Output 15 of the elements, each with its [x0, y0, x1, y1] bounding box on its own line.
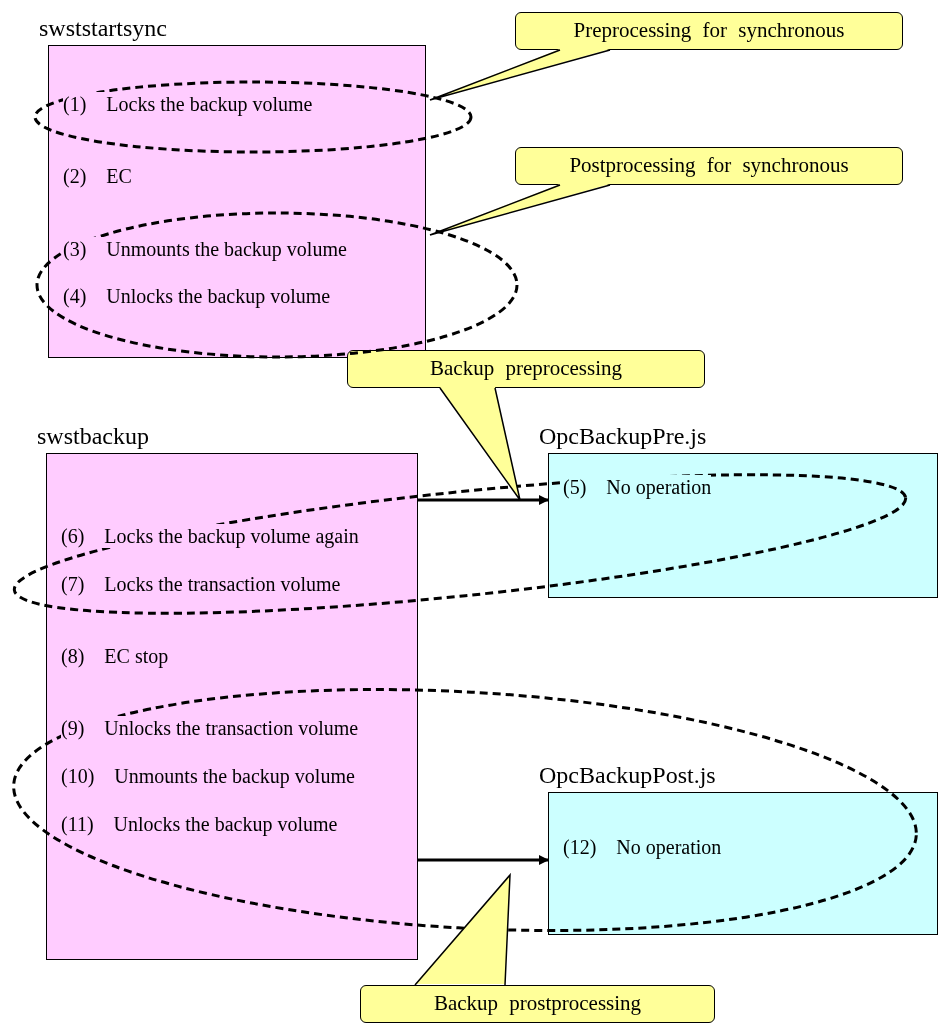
callout-box: Backup prostprocessing — [360, 985, 715, 1023]
step-text: (3) Unmounts the backup volume — [63, 237, 347, 261]
step-text: (5) No operation — [563, 475, 712, 499]
callout-box: Preprocessing for synchronous — [515, 12, 903, 50]
callout-box: Postprocessing for synchronous — [515, 147, 903, 185]
box-heading: swststartsync — [39, 14, 167, 43]
step-text: (6) Locks the backup volume again — [61, 524, 359, 548]
step-text: (9) Unlocks the transaction volume — [61, 716, 359, 740]
step-text: (1) Locks the backup volume — [63, 92, 313, 116]
box-heading: OpcBackupPost.js — [539, 761, 716, 790]
box-heading: OpcBackupPre.js — [539, 422, 707, 451]
arrow — [418, 495, 549, 505]
box-heading: swstbackup — [37, 422, 149, 451]
arrow — [418, 855, 549, 865]
callout-box: Backup preprocessing — [347, 350, 705, 388]
